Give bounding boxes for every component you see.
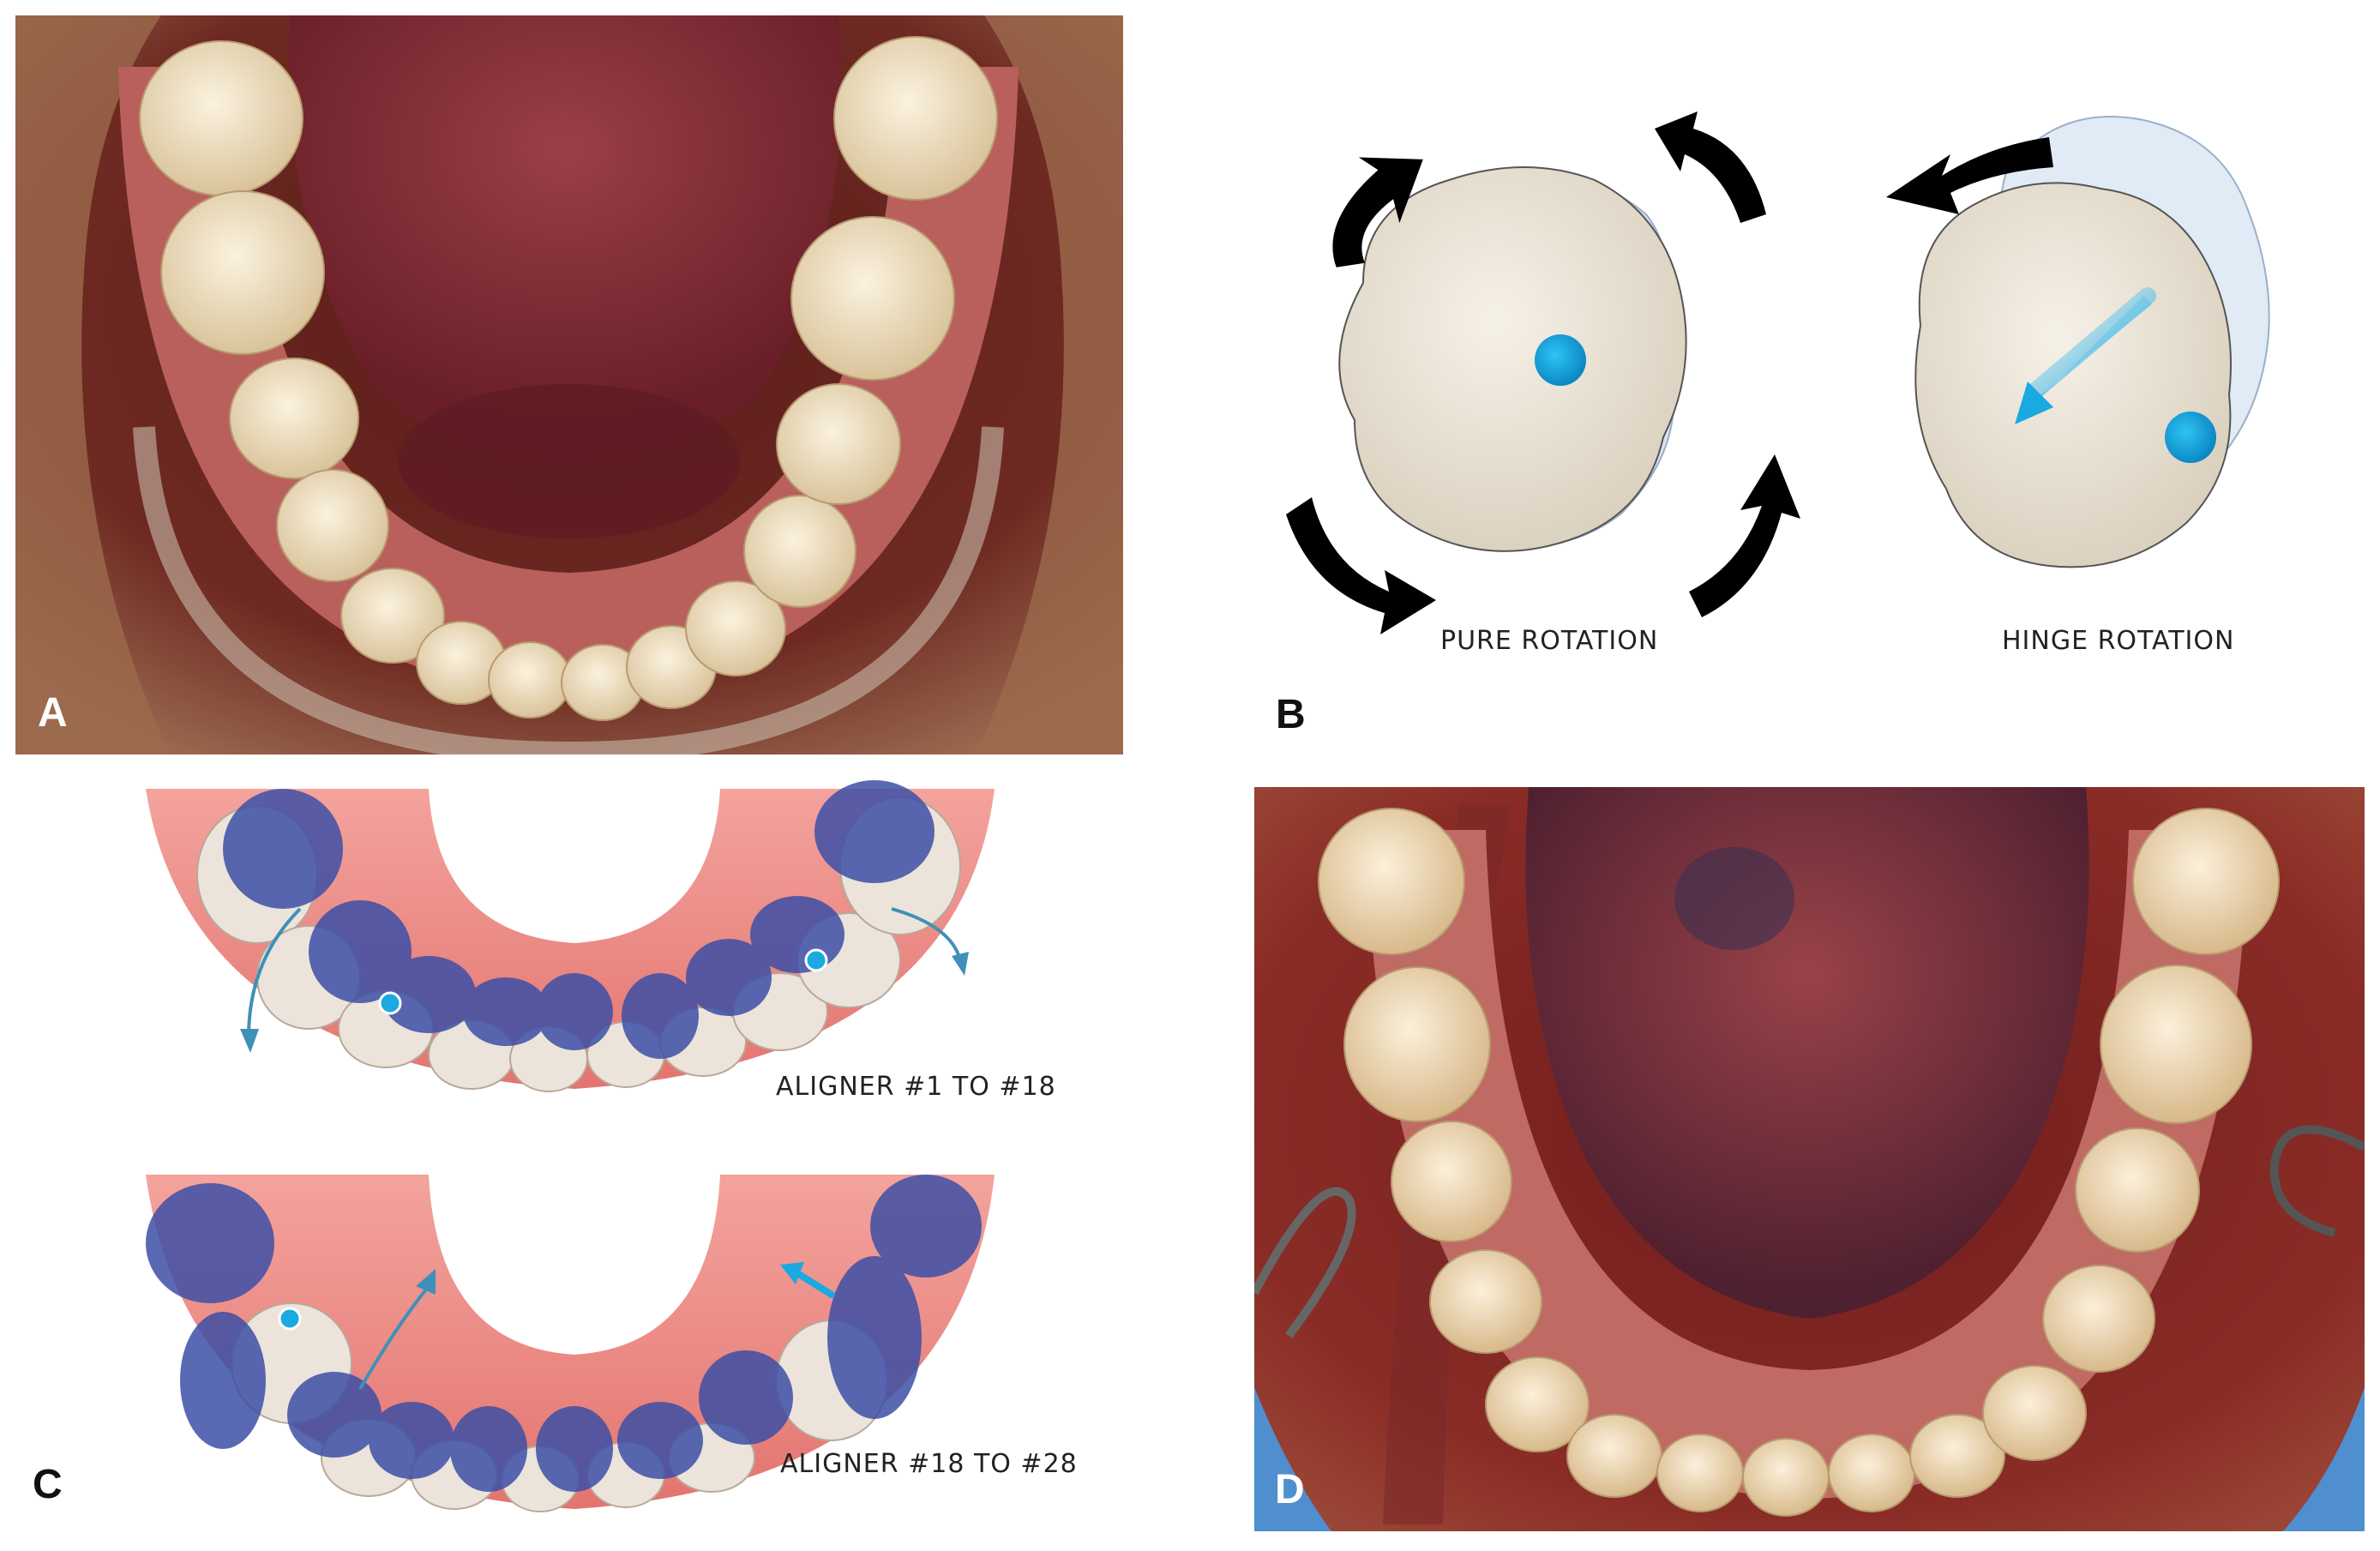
panel-a-letter: A: [38, 690, 68, 736]
hinge-rotation-pivot-dot: [2165, 412, 2216, 463]
panel-a-illustration: [15, 15, 1123, 754]
pure-rotation-tooth: [1338, 166, 1687, 552]
panel-d-illustration: [1254, 787, 2365, 1531]
panel-c-diagram: ALIGNER #1 TO #18 ALIGNER #18 TO #28 C: [26, 780, 1140, 1535]
panel-b-letter: B: [1276, 692, 1306, 737]
arch-stage-1: [146, 780, 995, 1092]
pure-rotation-arrows: [1286, 111, 1800, 634]
panel-b-diagram: PURE ROTATION HINGE ROTATION B: [1217, 86, 2332, 754]
panel-a-photo: A: [15, 15, 1123, 754]
aligner-stage-1-label: ALIGNER #1 TO #18: [776, 1072, 1056, 1102]
panel-b-illustration: [1286, 111, 2270, 634]
pure-rotation-center-dot: [1535, 334, 1586, 386]
panel-c-illustration: [146, 780, 995, 1512]
hinge-rotation-tooth: [1914, 116, 2270, 568]
panel-d-photo: D: [1254, 787, 2365, 1531]
hinge-rotation-arrow: [1886, 137, 2053, 214]
aligner-stage-2-label: ALIGNER #18 TO #28: [780, 1449, 1078, 1479]
panel-c-letter: C: [33, 1462, 63, 1507]
pure-rotation-label: PURE ROTATION: [1440, 626, 1659, 656]
panel-d-letter: D: [1275, 1467, 1305, 1512]
hinge-rotation-label: HINGE ROTATION: [2002, 626, 2235, 656]
arch-stage-2: [146, 1175, 995, 1512]
